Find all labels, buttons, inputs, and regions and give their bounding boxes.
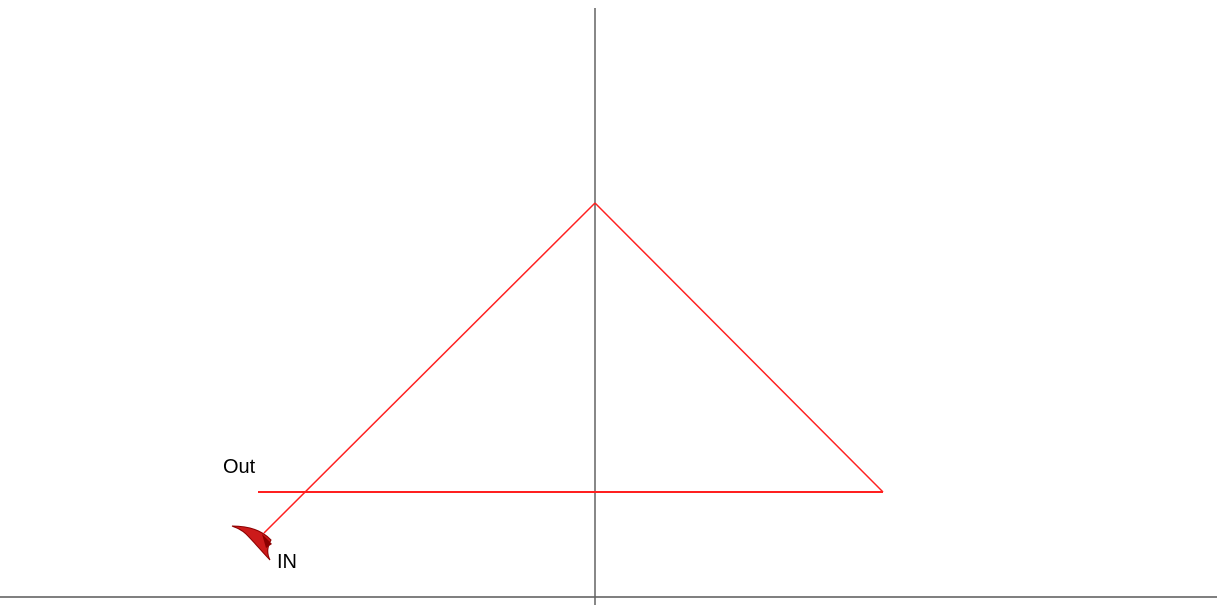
- path-in-to-apex: [263, 202, 596, 534]
- path-apex-to-right-corner: [594, 202, 884, 493]
- arrow-cursor-icon: [231, 525, 272, 561]
- out-label: Out: [223, 456, 256, 478]
- in-label: IN: [277, 551, 297, 573]
